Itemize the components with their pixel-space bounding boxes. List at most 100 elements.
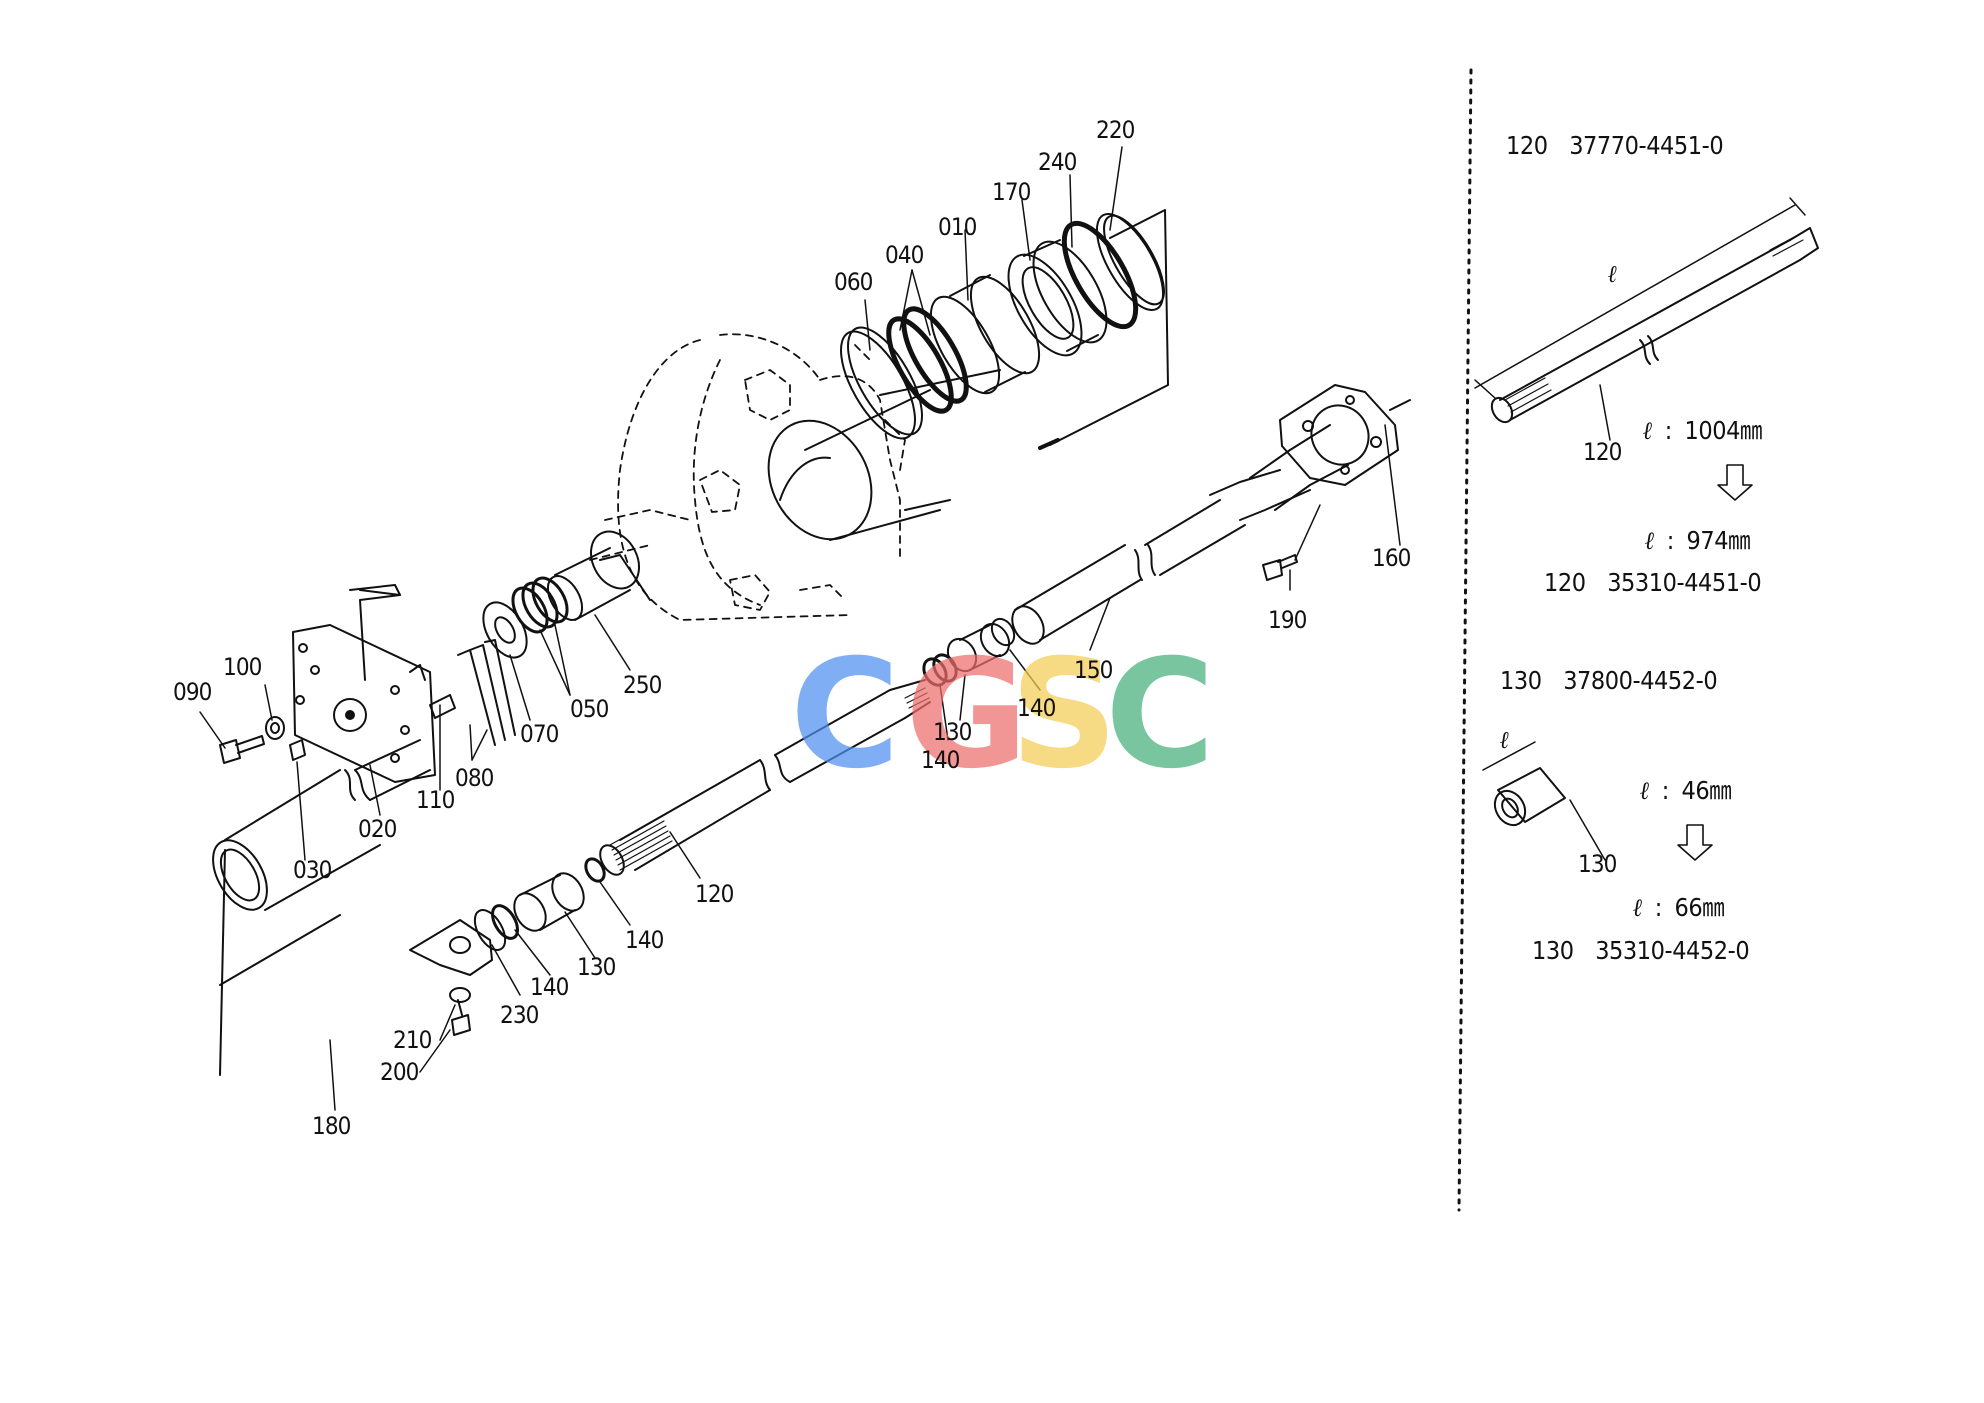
collar-new-part-number: 35310-4452-0 [1595,936,1750,965]
plug-030 [289,739,306,761]
shaft-length-symbol: ℓ [1608,259,1617,288]
shaft-new-length-symbol: ℓ [1645,526,1655,555]
bolt-190 [1262,554,1298,581]
collar-new-length-colon: : [1654,893,1663,922]
watermark-g: G [905,628,1029,802]
callout-150: 150 [1074,656,1113,684]
callout-070: 070 [520,720,559,748]
callout-160: 160 [1372,544,1411,572]
callout-240: 240 [1038,148,1077,176]
callout-140a: 140 [1017,694,1056,722]
callout-200: 200 [380,1058,419,1086]
inset-divider [1457,68,1473,1212]
sleeve-250 [546,547,631,621]
washer-100 [265,716,285,740]
collar-130-lower [513,872,585,932]
shaft-new-part-line: 120 35310-4451-0 [1544,568,1762,597]
shaft-new-ref: 120 [1544,568,1586,597]
callout-190: 190 [1268,606,1307,634]
shaft-new-part-number: 35310-4451-0 [1607,568,1762,597]
bolt-200-washer [449,987,471,1036]
callout-120: 120 [695,880,734,908]
callout-060: 060 [834,268,873,296]
shaft-old-part-number: 37770-4451-0 [1569,131,1724,160]
shaft-new-length-line: ℓ:974㎜ [1645,526,1751,555]
watermark-s: S [1010,628,1119,802]
main-shaft-120 [599,679,931,876]
collar-new-length: 66㎜ [1674,893,1725,922]
bracket-210 [409,919,493,976]
collar-old-ref: 130 [1500,666,1542,695]
rings-050 [511,576,569,634]
center-collar-group [922,617,1016,687]
inset-callout-130: 130 [1578,850,1617,878]
shaft-old-length-colon: : [1664,416,1673,445]
lower-tube-180 [212,739,431,1076]
callout-110: 110 [416,786,455,814]
callout-100: 100 [223,653,262,681]
shaft-new-length: 974㎜ [1686,526,1751,555]
callout-140b: 140 [921,746,960,774]
shaft-old-length-line: ℓ:1004㎜ [1643,418,1762,443]
callout-050: 050 [570,695,609,723]
clip-140-lower [584,857,606,883]
shaft-old-ref: 120 [1506,131,1548,160]
callout-210: 210 [393,1026,432,1054]
inset-callout-120: 120 [1583,438,1622,466]
shaft-tube-150 [1011,424,1349,645]
callout-170: 170 [992,178,1031,206]
ring-220 [1095,212,1165,312]
seal-stack [840,209,1169,450]
pin-110 [429,694,456,719]
leader-lines [199,146,1401,1111]
callout-180: 180 [312,1112,351,1140]
callout-230: 230 [500,1001,539,1029]
collar-old-length-symbol: ℓ [1640,776,1650,805]
shaft-old-part-line: 120 37770-4451-0 [1506,131,1724,160]
collar-new-length-symbol: ℓ [1633,893,1643,922]
down-arrow-icon [1717,464,1753,501]
cover-plate-020 [292,624,436,783]
shift-forks-080 [349,584,516,746]
callout-220: 220 [1096,116,1135,144]
rings-230-140 [473,904,519,951]
callout-090: 090 [173,678,212,706]
shaft-old-length-symbol: ℓ [1643,416,1653,445]
shaft-old-length: 1004㎜ [1684,416,1763,445]
watermark-c1: C [790,628,901,802]
callout-130a: 130 [933,718,972,746]
callout-010: 010 [938,213,977,241]
callout-080: 080 [455,764,494,792]
bearing-010 [929,295,1001,395]
collar-old-length: 46㎜ [1681,776,1732,805]
callout-250: 250 [623,671,662,699]
collar-old-length-line: ℓ:46㎜ [1640,776,1732,805]
collar-old-part-line: 130 37800-4452-0 [1500,666,1718,695]
collar-length-symbol: ℓ [1500,725,1509,754]
callout-140d: 140 [530,973,569,1001]
callout-040: 040 [885,241,924,269]
down-arrow-icon-2 [1677,824,1713,861]
collar-new-part-line: 130 35310-4452-0 [1532,936,1750,965]
collar-new-length-line: ℓ:66㎜ [1633,893,1725,922]
bolt-090 [219,735,265,764]
collar-old-length-colon: : [1661,776,1670,805]
collar-old-part-number: 37800-4452-0 [1563,666,1718,695]
callout-030: 030 [293,856,332,884]
inset-collar-drawing [1482,741,1606,861]
shaft-new-length-colon: : [1666,526,1675,555]
o-ring-040a [886,316,954,414]
axle-housing-hub [590,369,1001,601]
o-ring-040b [901,306,969,404]
inset-shaft-drawing [1474,197,1819,441]
seal-170 [1007,253,1083,357]
callout-130b: 130 [577,953,616,981]
axle-housing [589,333,906,621]
watermark-c2: C [1105,628,1216,802]
callout-140c: 140 [625,926,664,954]
flange-160 [1279,384,1411,486]
collar-new-ref: 130 [1532,936,1574,965]
callout-020: 020 [358,815,397,843]
